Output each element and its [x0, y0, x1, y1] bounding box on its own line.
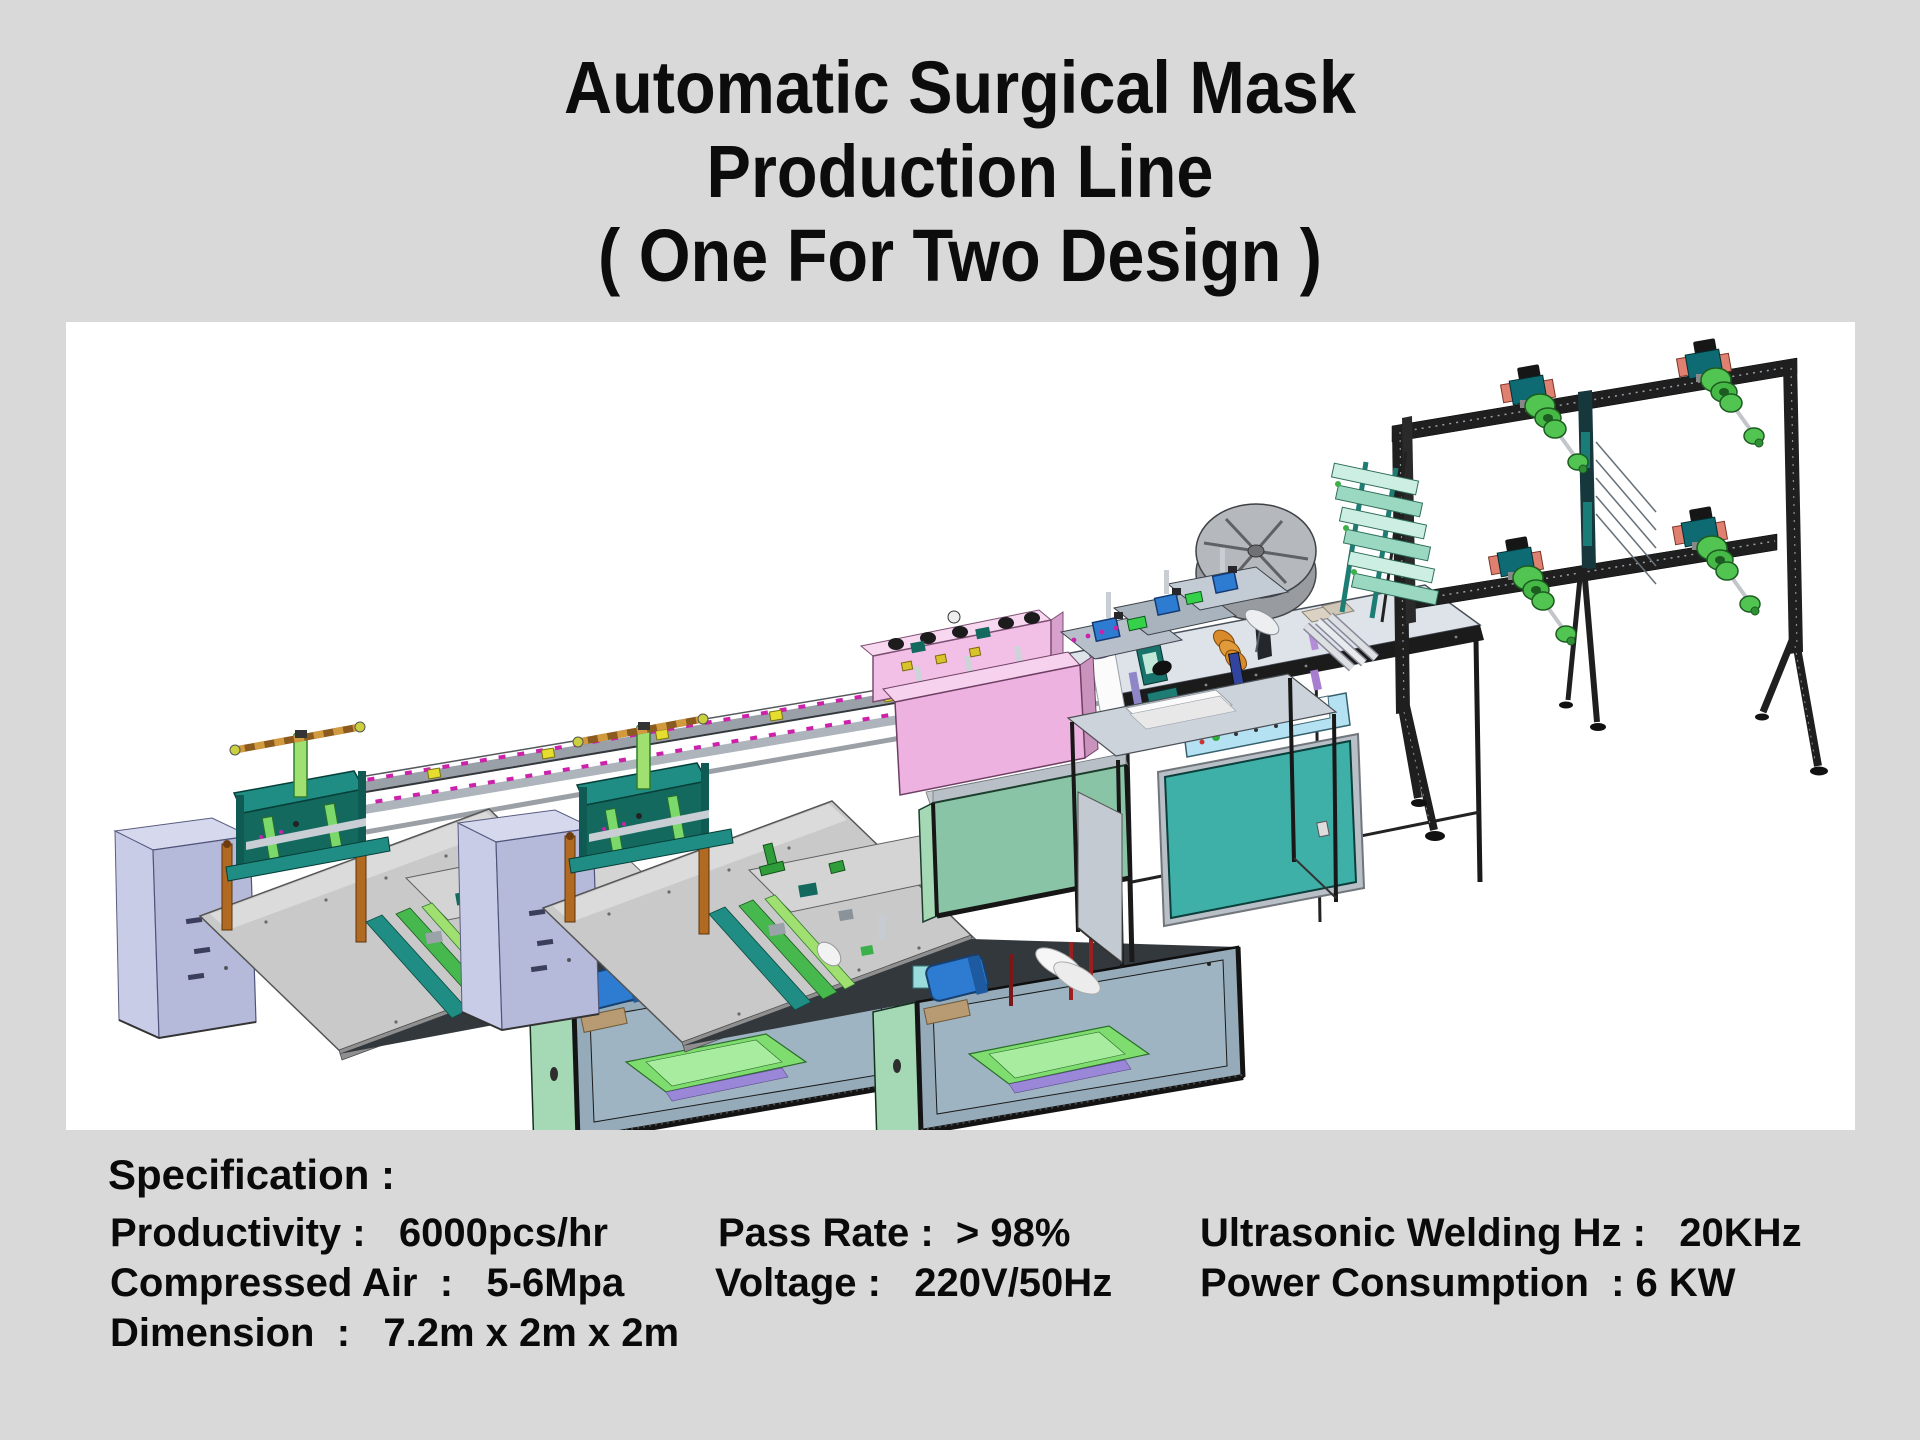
hanging-mask-blanks [1330, 451, 1440, 623]
spec-voltage: Voltage : 220V/50Hz [715, 1261, 1113, 1305]
production-line-illustration [66, 336, 1828, 1130]
spec-dimension: Dimension : 7.2m x 2m x 2m [110, 1311, 680, 1355]
material-reel-2 [1674, 336, 1766, 449]
spec-heading: Specification : [108, 1151, 396, 1198]
transfer-folding-unit [758, 548, 1338, 969]
title-line-1: Automatic Surgical Mask [563, 46, 1356, 129]
title-line-3: ( One For Two Design ) [598, 214, 1322, 297]
ear-loop-station [1058, 503, 1484, 963]
spec-ultrasonic-hz: Ultrasonic Welding Hz : 20KHz [1200, 1211, 1802, 1255]
figure-canvas [66, 322, 1855, 1130]
title-line-2: Production Line [706, 130, 1214, 213]
page-title: Automatic Surgical Mask Production Line … [96, 46, 1824, 298]
spec-compressed-air: Compressed Air : 5-6Mpa [110, 1261, 625, 1305]
spec-productivity: Productivity : 6000pcs/hr [110, 1211, 608, 1255]
spec-pass-rate: Pass Rate : > 98% [718, 1211, 1071, 1255]
spec-power-consumption: Power Consumption : 6 KW [1200, 1261, 1736, 1305]
material-roll-gantry [1330, 336, 1828, 841]
